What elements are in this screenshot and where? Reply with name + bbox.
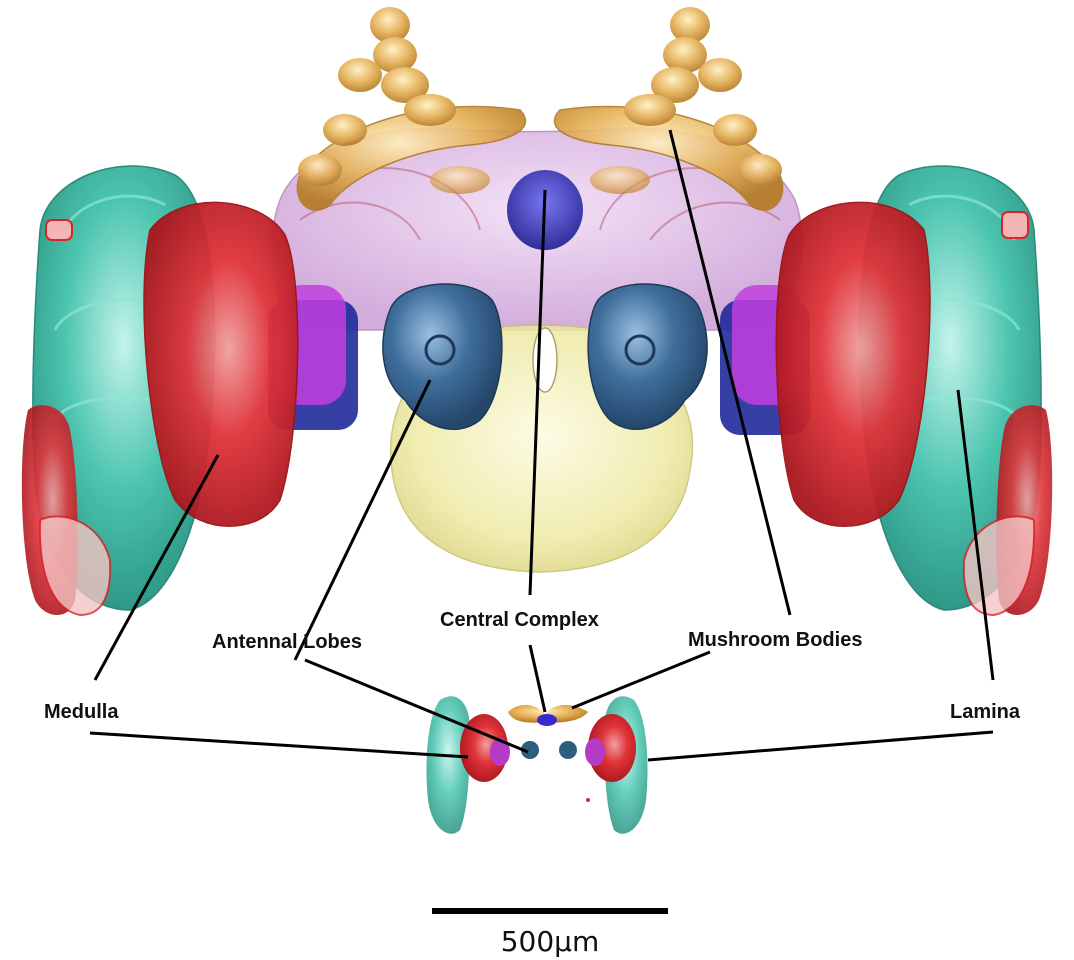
leader-mushroom-lower <box>572 652 710 708</box>
small-brain-model <box>427 696 648 834</box>
large-brain-model <box>22 7 1052 615</box>
leader-central-lower <box>530 645 545 712</box>
leader-antennal-lower <box>305 660 528 752</box>
scale-bar-label: 500µm <box>501 925 600 958</box>
label-central-complex: Central Complex <box>440 609 599 631</box>
leader-medulla-lower <box>90 733 468 757</box>
leader-lamina-lower <box>648 732 993 760</box>
label-medulla: Medulla <box>44 701 119 723</box>
label-antennal-lobes: Antennal Lobes <box>212 631 362 653</box>
label-lamina: Lamina <box>950 701 1021 723</box>
label-mushroom-bodies: Mushroom Bodies <box>688 629 862 651</box>
antennal-lobe-right <box>588 284 707 429</box>
